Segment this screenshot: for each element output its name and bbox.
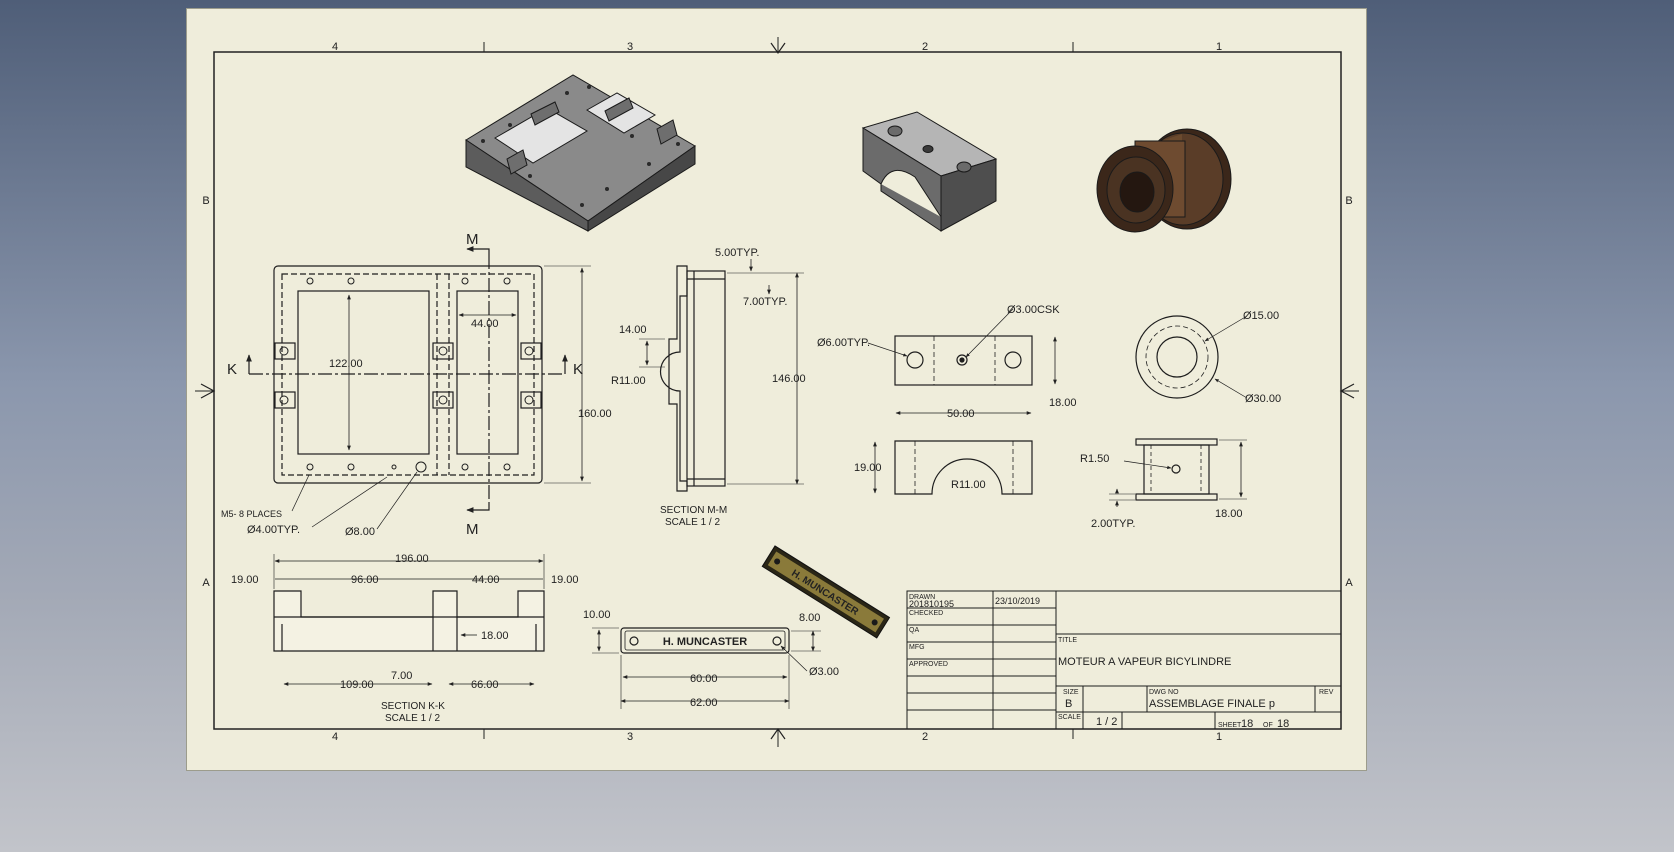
dim-66: 66.00 xyxy=(471,679,499,691)
dim-5-typ: 5.00TYP. xyxy=(715,247,759,259)
tb-drawn-label: DRAWN xyxy=(909,594,935,601)
dim-r11: R11.00 xyxy=(611,375,646,387)
pulley-iso-view xyxy=(1096,128,1232,233)
dim-14: 14.00 xyxy=(619,324,647,336)
section-mm-scale: SCALE 1 / 2 xyxy=(665,517,720,528)
dim-pulley-flange: 2.00TYP. xyxy=(1091,518,1135,530)
pulley-labels: Ø15.00 Ø30.00 R1.50 2.00TYP. 18.00 xyxy=(1080,310,1281,530)
dim-plate-8: 8.00 xyxy=(799,612,820,624)
dim-196: 196.00 xyxy=(395,553,429,565)
nameplate-iso-view: H. MUNCASTER xyxy=(761,545,891,639)
zone-labels: 4 3 2 1 4 3 2 1 B B A A xyxy=(202,41,1353,743)
tb-checked-label: CHECKED xyxy=(909,610,943,617)
dim-outer-height: 160.00 xyxy=(578,408,612,420)
tb-title: MOTEUR A VAPEUR BICYLINDRE xyxy=(1058,656,1231,668)
tb-size: B xyxy=(1065,698,1072,710)
pulley-views xyxy=(1109,315,1248,507)
section-letter-m-top: M xyxy=(466,231,479,248)
tb-size-label: SIZE xyxy=(1063,689,1079,696)
center-mark-arrows xyxy=(200,42,1355,740)
bearing-cap-labels: Ø3.00CSK Ø6.00TYP. 18.00 50.00 19.00 R11… xyxy=(817,304,1077,491)
section-letter-k-left: K xyxy=(227,361,237,378)
frame-iso-view xyxy=(465,74,696,232)
zone-col-4-bottom: 4 xyxy=(332,731,338,743)
dim-44: 44.00 xyxy=(472,574,500,586)
dim-hole-csk: Ø3.00CSK xyxy=(1007,304,1060,316)
frame-plan-view xyxy=(246,246,591,530)
title-block-text: DRAWN 201810195 23/10/2019 CHECKED QA MF… xyxy=(909,594,1334,730)
dim-plate-62: 62.00 xyxy=(690,697,718,709)
tb-qa-label: QA xyxy=(909,627,919,634)
nameplate-labels: H. MUNCASTER 10.00 8.00 Ø3.00 60.00 62.0… xyxy=(583,609,839,709)
tb-rev-label: REV xyxy=(1319,689,1334,696)
dim-inner-width: 44.00 xyxy=(471,318,499,330)
tb-mfg-label: MFG xyxy=(909,644,925,651)
zone-col-1-bottom: 1 xyxy=(1216,731,1222,743)
tb-of-label: OF xyxy=(1263,722,1273,729)
section-mm-labels: 5.00TYP. 7.00TYP. 14.00 R11.00 146.00 SE… xyxy=(611,247,806,528)
tb-sheet-label: SHEET xyxy=(1218,722,1242,729)
dim-pulley-30: Ø30.00 xyxy=(1245,393,1281,405)
dim-pulley-r: R1.50 xyxy=(1080,453,1109,465)
dim-hole-6-typ: Ø6.00TYP. xyxy=(817,337,870,349)
bearing-block-iso-view xyxy=(861,111,998,232)
dim-plate-hole: Ø3.00 xyxy=(809,666,839,678)
dim-cap-side: 19.00 xyxy=(854,462,882,474)
dim-pulley-length: 18.00 xyxy=(1215,508,1243,520)
zone-row-b-right: B xyxy=(1345,195,1352,207)
section-kk-view xyxy=(273,554,545,686)
zone-col-2-top: 2 xyxy=(922,41,928,53)
tb-scale-label: SCALE xyxy=(1058,714,1081,721)
tb-dwg-no: ASSEMBLAGE FINALE p xyxy=(1149,698,1275,710)
dim-7-typ: 7.00TYP. xyxy=(743,296,787,308)
drawing-canvas: 4 3 2 1 4 3 2 1 B B A A xyxy=(195,37,1359,747)
tb-sheet-no: 18 xyxy=(1241,718,1253,730)
section-kk-labels: 196.00 19.00 96.00 44.00 19.00 18.00 7.0… xyxy=(231,553,579,724)
section-mm-title: SECTION M-M xyxy=(660,505,727,516)
tb-drawn-date: 23/10/2019 xyxy=(995,596,1040,606)
dim-pulley-15: Ø15.00 xyxy=(1243,310,1279,322)
dim-19-right: 19.00 xyxy=(551,574,579,586)
bearing-cap-views xyxy=(867,308,1057,495)
note-m5-holes: M5- 8 PLACES xyxy=(221,509,282,519)
dim-18: 18.00 xyxy=(481,630,509,642)
dim-cap-radius: R11.00 xyxy=(951,479,986,491)
tb-title-label: TITLE xyxy=(1058,637,1077,644)
dim-cap-height: 18.00 xyxy=(1049,397,1077,409)
dim-cap-width: 50.00 xyxy=(947,408,975,420)
dim-146: 146.00 xyxy=(772,373,806,385)
frame-plan-labels: M M K K 44.00 122.00 160.00 M5- 8 PLACES… xyxy=(221,231,612,538)
section-mm-view xyxy=(639,259,804,492)
drawing-sheet[interactable]: 4 3 2 1 4 3 2 1 B B A A xyxy=(186,8,1367,771)
tb-scale: 1 / 2 xyxy=(1096,716,1117,728)
dim-plate-10: 10.00 xyxy=(583,609,611,621)
dim-inner-height: 122.00 xyxy=(329,358,363,370)
nameplate-front-view xyxy=(592,627,821,709)
tb-drawn-by: 201810195 xyxy=(909,599,954,609)
zone-col-3-top: 3 xyxy=(627,41,633,53)
zone-col-1-top: 1 xyxy=(1216,41,1222,53)
section-letter-m-bottom: M xyxy=(466,521,479,538)
note-hole-8mm: Ø8.00 xyxy=(345,526,375,538)
tb-approved-label: APPROVED xyxy=(909,661,948,668)
zone-col-3-bottom: 3 xyxy=(627,731,633,743)
title-block xyxy=(906,590,1342,730)
zone-col-2-bottom: 2 xyxy=(922,731,928,743)
tb-sheet-total: 18 xyxy=(1277,718,1289,730)
tb-dwg-label: DWG NO xyxy=(1149,689,1179,696)
nameplate-text: H. MUNCASTER xyxy=(663,636,747,648)
zone-col-4-top: 4 xyxy=(332,41,338,53)
note-hole-4mm: Ø4.00TYP. xyxy=(247,524,300,536)
dim-7: 7.00 xyxy=(391,670,412,682)
zone-row-a-right: A xyxy=(1345,577,1353,589)
dim-19-left: 19.00 xyxy=(231,574,259,586)
dim-plate-60: 60.00 xyxy=(690,673,718,685)
section-kk-scale: SCALE 1 / 2 xyxy=(385,713,440,724)
zone-row-a-left: A xyxy=(202,577,210,589)
dim-96: 96.00 xyxy=(351,574,379,586)
dim-109: 109.00 xyxy=(340,679,374,691)
zone-row-b-left: B xyxy=(202,195,209,207)
section-kk-title: SECTION K-K xyxy=(381,701,445,712)
section-letter-k-right: K xyxy=(573,361,583,378)
